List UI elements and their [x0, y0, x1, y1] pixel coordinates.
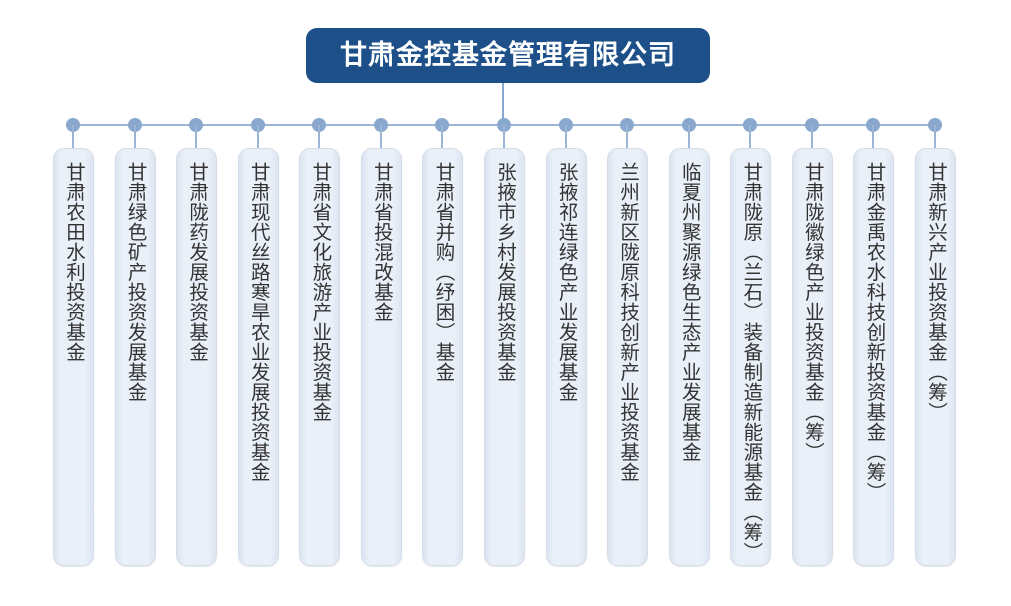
leaf-node-label: 甘肃现代丝路寒旱农业发展投资基金	[247, 162, 271, 482]
leaf-node-label: 兰州新区陇原科技创新产业投资基金	[616, 162, 640, 482]
leaf-node-fund[interactable]: 甘肃陇原（兰石）装备制造新能源基金（筹）	[730, 148, 772, 566]
root-node-label: 甘肃金控基金管理有限公司	[340, 40, 676, 71]
leaf-connector-stem	[810, 125, 813, 149]
leaf-connector-stem	[256, 125, 259, 149]
leaf-node-fund[interactable]: 甘肃现代丝路寒旱农业发展投资基金	[237, 148, 279, 566]
leaf-connector-stem	[503, 125, 505, 149]
trunk-connector-line	[502, 83, 504, 126]
leaf-connector-stem	[687, 125, 690, 149]
leaf-connector-stem	[379, 125, 382, 149]
leaf-node-fund[interactable]: 张掖祁连绿色产业发展基金	[545, 148, 587, 566]
leaf-node-label: 甘肃绿色矿产投资发展基金	[124, 162, 148, 402]
leaf-node-fund[interactable]: 张掖市乡村发展投资基金	[484, 148, 525, 566]
leaf-node-label: 张掖祁连绿色产业发展基金	[555, 162, 579, 402]
leaf-node-fund[interactable]: 临夏州聚源绿色生态产业发展基金	[668, 148, 710, 566]
leaf-node-label: 甘肃金禹农水科技创新投资基金（筹）	[862, 162, 886, 502]
leaf-node-label: 甘肃陇药发展投资基金	[185, 162, 209, 362]
leaf-node-label: 甘肃陇徽绿色产业投资基金（筹）	[801, 162, 825, 462]
leaf-node-label: 甘肃农田水利投资基金	[62, 162, 86, 362]
leaf-node-label: 甘肃陇原（兰石）装备制造新能源基金（筹）	[739, 162, 763, 562]
leaf-node-label: 甘肃新兴产业投资基金（筹）	[924, 162, 948, 422]
leaf-connector-stem	[133, 125, 136, 149]
leaf-connector-stem	[318, 125, 321, 149]
leaf-connector-stem	[564, 125, 567, 149]
leaf-connector-stem	[72, 125, 74, 149]
leaf-node-fund[interactable]: 甘肃农田水利投资基金	[53, 148, 94, 566]
leaf-node-fund[interactable]: 甘肃省投混改基金	[360, 148, 402, 566]
leaf-node-fund[interactable]: 甘肃新兴产业投资基金（筹）	[915, 148, 956, 566]
leaf-connector-stem	[626, 125, 629, 149]
leaf-node-label: 临夏州聚源绿色生态产业发展基金	[678, 162, 702, 462]
leaf-node-fund[interactable]: 兰州新区陇原科技创新产业投资基金	[607, 148, 649, 566]
leaf-node-fund[interactable]: 甘肃绿色矿产投资发展基金	[114, 148, 156, 566]
leaf-connector-stem	[749, 125, 752, 149]
leaf-node-label: 甘肃省文化旅游产业投资基金	[308, 162, 332, 422]
leaf-connector-stem	[441, 125, 444, 149]
leaf-node-fund[interactable]: 甘肃省文化旅游产业投资基金	[299, 148, 341, 566]
leaf-connector-stem	[872, 125, 875, 149]
leaf-node-fund[interactable]: 甘肃省并购（纾困）基金	[422, 148, 464, 566]
leaf-node-fund[interactable]: 甘肃陇徽绿色产业投资基金（筹）	[791, 148, 833, 566]
leaf-node-label: 张掖市乡村发展投资基金	[493, 162, 517, 382]
leaf-node-fund[interactable]: 甘肃陇药发展投资基金	[176, 148, 218, 566]
leaf-connector-stem	[195, 125, 198, 149]
leaf-node-fund[interactable]: 甘肃金禹农水科技创新投资基金（筹）	[853, 148, 895, 566]
leaf-connector-stem	[934, 125, 936, 149]
leaf-node-label: 甘肃省投混改基金	[370, 162, 394, 322]
leaf-node-label: 甘肃省并购（纾困）基金	[431, 162, 455, 382]
root-node-company[interactable]: 甘肃金控基金管理有限公司	[306, 28, 710, 83]
